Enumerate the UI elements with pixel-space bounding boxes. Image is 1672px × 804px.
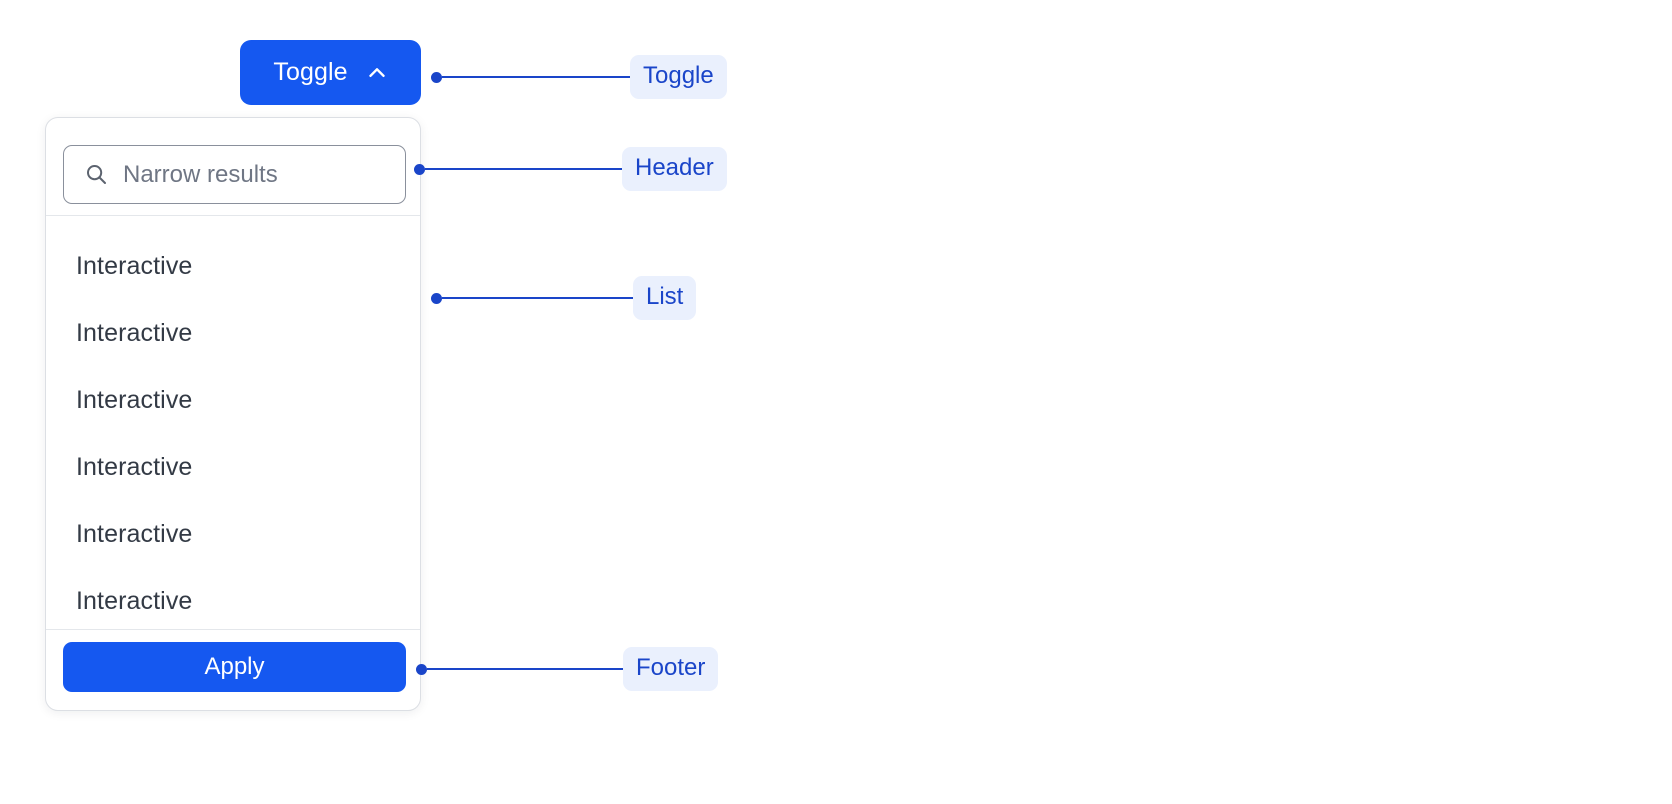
search-field[interactable] — [63, 145, 406, 204]
list-item[interactable]: Interactive — [46, 434, 420, 501]
annotation-dot — [431, 71, 442, 83]
annotation-dot — [414, 163, 425, 175]
annotation-footer: Footer — [416, 647, 719, 691]
annotation-leader-line — [442, 76, 631, 78]
list-item-label: Interactive — [76, 319, 193, 347]
list-item[interactable]: Interactive — [46, 367, 420, 434]
list-item[interactable]: Interactive — [46, 568, 420, 629]
list-item-label: Interactive — [76, 587, 193, 615]
list-item[interactable]: Interactive — [46, 233, 420, 300]
toggle-button-label: Toggle — [273, 58, 348, 86]
list-item-label: Interactive — [76, 252, 193, 280]
annotation-dot — [431, 292, 442, 304]
annotation-toggle: Toggle — [431, 55, 727, 99]
annotation-list: List — [431, 276, 697, 320]
list-item-label: Interactive — [76, 386, 193, 414]
annotation-leader-line — [427, 668, 624, 670]
search-icon — [84, 162, 109, 187]
annotation-dot — [416, 663, 427, 675]
list-item-label: Interactive — [76, 520, 193, 548]
annotation-label: Footer — [623, 647, 719, 691]
apply-button[interactable]: Apply — [63, 642, 406, 692]
annotation-label: Header — [622, 147, 727, 191]
panel-list: Interactive Interactive Interactive Inte… — [46, 216, 420, 629]
annotation-label: Toggle — [630, 55, 727, 99]
annotation-leader-line — [442, 297, 634, 299]
panel-footer: Apply — [46, 629, 420, 710]
list-item[interactable]: Interactive — [46, 501, 420, 568]
toggle-button[interactable]: Toggle — [240, 40, 421, 105]
annotation-label: List — [633, 276, 697, 320]
list-item-label: Interactive — [76, 453, 193, 481]
list-item[interactable]: Interactive — [46, 300, 420, 367]
panel-header — [46, 118, 420, 216]
dropdown-panel: Interactive Interactive Interactive Inte… — [45, 117, 421, 711]
annotation-leader-line — [425, 168, 623, 170]
search-input[interactable] — [123, 146, 385, 203]
annotation-header: Header — [414, 147, 727, 191]
chevron-up-icon — [366, 62, 388, 84]
